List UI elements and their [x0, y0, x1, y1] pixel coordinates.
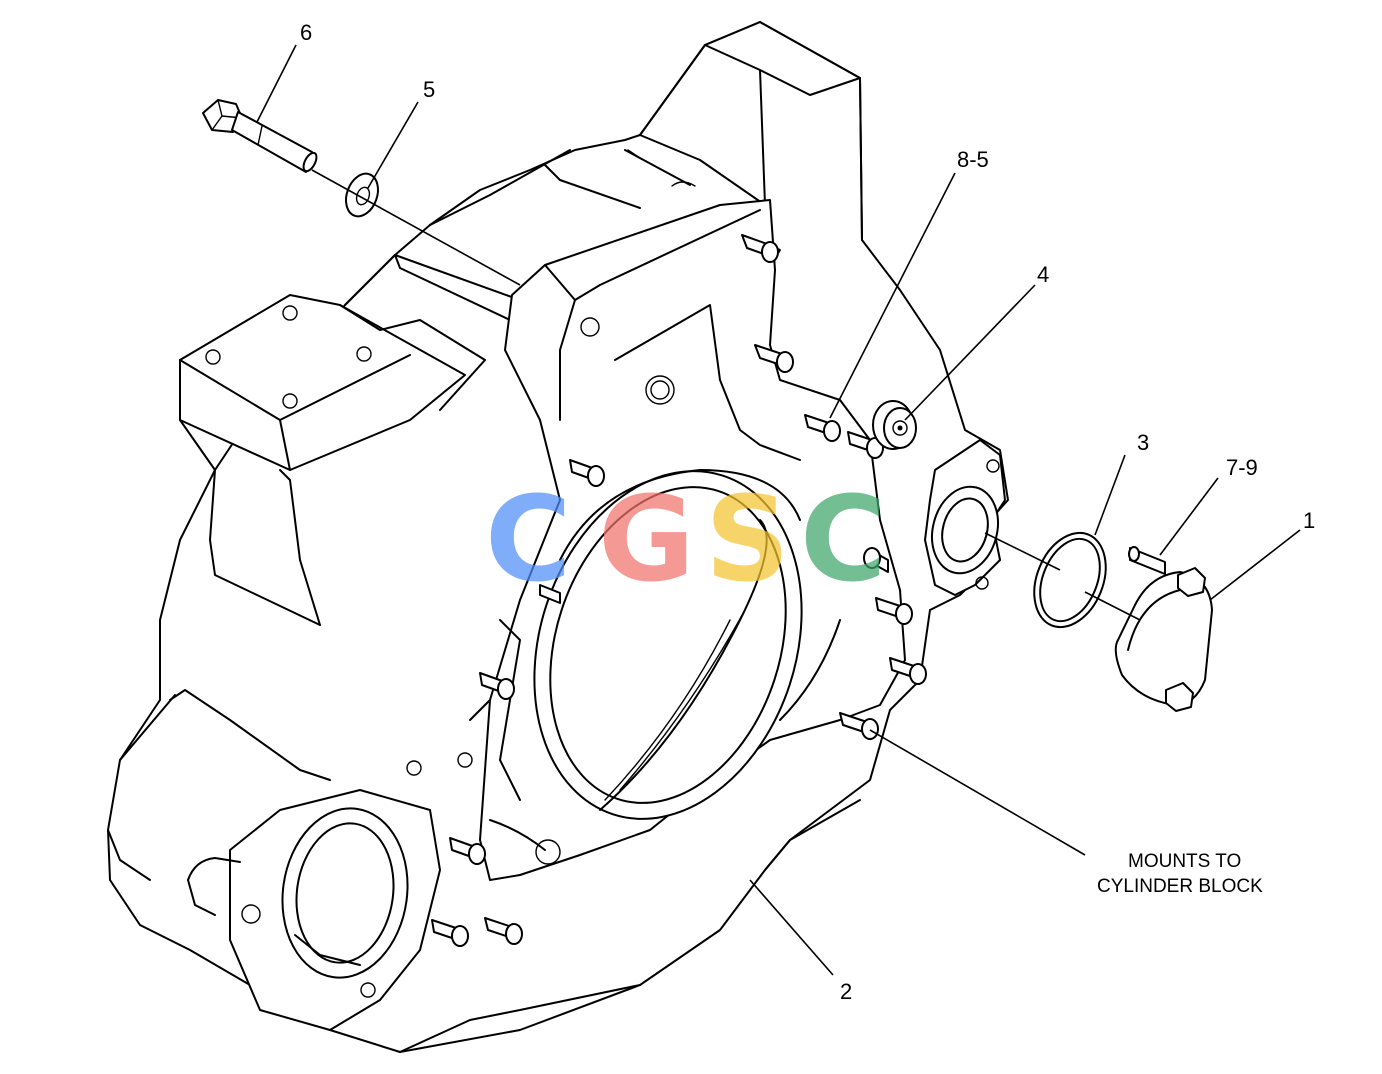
callout-1: 1	[1303, 508, 1315, 533]
washer-part-5	[345, 172, 379, 218]
leader-lines	[256, 44, 1301, 976]
watermark-letter-2: G	[598, 470, 695, 608]
callout-2: 2	[840, 979, 852, 1004]
callout-6: 6	[300, 20, 312, 45]
callout-labels: 6 5 8-5 4 3 7-9 1 2 MOUNTS TO CYLINDER B…	[300, 20, 1315, 1004]
watermark-letter-3: S	[705, 470, 790, 608]
mounting-dowels	[431, 234, 927, 947]
flywheel-housing	[107, 21, 1009, 1053]
mounts-note-line-1: MOUNTS TO	[1128, 851, 1241, 872]
callout-7-9: 7-9	[1226, 455, 1258, 480]
cover-part-1	[1114, 546, 1213, 712]
watermark-logo: C G S C	[485, 470, 887, 608]
seal-part-3	[1033, 531, 1107, 629]
callout-3: 3	[1137, 430, 1149, 455]
callout-8-5: 8-5	[957, 147, 989, 172]
callout-4: 4	[1037, 262, 1049, 287]
watermark-letter-4: C	[800, 470, 887, 608]
watermark-letter-1: C	[485, 470, 572, 608]
bolt-part-6	[202, 99, 318, 173]
callout-5: 5	[423, 77, 435, 102]
mounts-note-line-2: CYLINDER BLOCK	[1097, 876, 1263, 897]
